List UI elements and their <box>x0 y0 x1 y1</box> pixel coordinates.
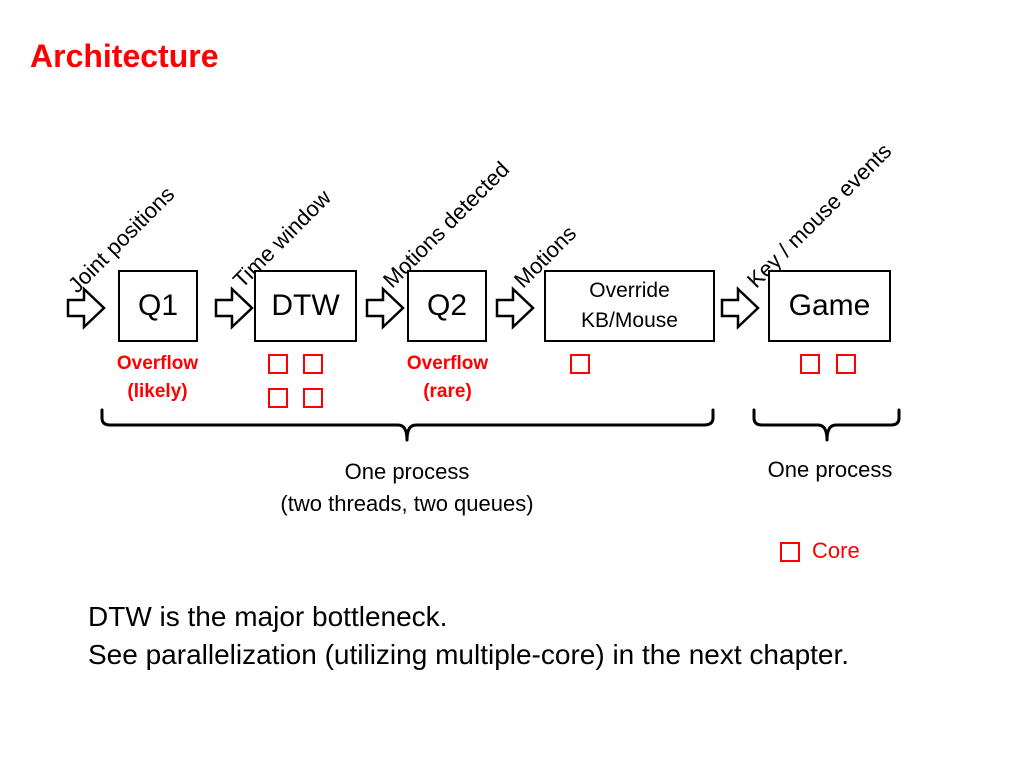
q2-note-line1: Overflow <box>406 353 489 374</box>
left-caption-line2: (two threads, two queues) <box>280 491 534 516</box>
game-box: Game <box>768 270 891 342</box>
q2-overflow-note: Overflow (rare) <box>390 350 505 406</box>
core-icon <box>836 354 856 374</box>
core-icon <box>303 354 323 374</box>
arrow-right-icon <box>720 286 760 330</box>
right-caption-line1: One process <box>767 457 893 482</box>
dtw-box: DTW <box>254 270 357 342</box>
core-icon <box>303 388 323 408</box>
core-legend-label: Core <box>812 538 860 563</box>
body-text-line1: DTW is the major bottleneck. <box>88 601 448 632</box>
core-icon <box>570 354 590 374</box>
slide-title: Architecture <box>30 38 219 74</box>
q1-note-line2: (likely) <box>127 381 188 402</box>
core-icon <box>800 354 820 374</box>
q1-overflow-note: Overflow (likely) <box>100 350 215 406</box>
core-icon <box>268 388 288 408</box>
q2-box: Q2 <box>407 270 487 342</box>
body-text-line2: See parallelization (utilizing multiple-… <box>88 639 850 670</box>
override-label-line2: KB/Mouse <box>581 309 678 332</box>
core-legend-icon <box>780 542 800 562</box>
right-process-caption: One process <box>730 454 930 486</box>
q1-note-line1: Overflow <box>116 353 199 374</box>
q1-box: Q1 <box>118 270 198 342</box>
q2-note-line2: (rare) <box>423 381 472 402</box>
game-label: Game <box>788 289 871 322</box>
core-icon <box>268 354 288 374</box>
override-box: Override KB/Mouse <box>544 270 715 342</box>
dtw-label: DTW <box>271 289 340 322</box>
brace-right <box>752 408 901 442</box>
arrow-right-icon <box>66 286 106 330</box>
q1-label: Q1 <box>137 289 179 322</box>
body-text: DTW is the major bottleneck. See paralle… <box>88 598 849 674</box>
left-caption-line1: One process <box>344 459 470 484</box>
arrow-right-icon <box>365 286 405 330</box>
left-process-caption: One process (two threads, two queues) <box>207 456 607 520</box>
override-label-line1: Override <box>589 279 670 302</box>
arrow-right-icon <box>214 286 254 330</box>
q2-label: Q2 <box>426 289 468 322</box>
brace-left <box>100 408 715 442</box>
arrow-right-icon <box>495 286 535 330</box>
